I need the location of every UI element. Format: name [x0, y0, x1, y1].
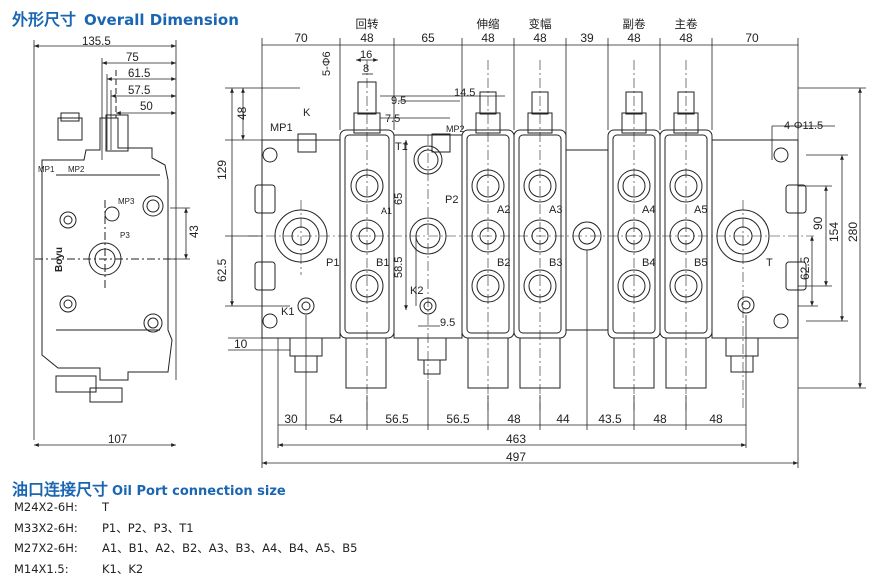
right-dim-62.5: 62.5	[798, 256, 812, 280]
bottom-dim-56.5b: 56.5	[446, 412, 470, 426]
small-dim-9.5a: 9.5	[391, 95, 406, 107]
section-name-luffing: 变幅	[529, 17, 552, 31]
port-a4: A4	[642, 204, 655, 216]
port-mp1: MP1	[270, 122, 293, 134]
left-dim-129: 129	[215, 160, 229, 180]
small-dim-9.5b: 9.5	[440, 317, 455, 329]
port-b5: B5	[694, 257, 707, 269]
side-dim-50: 50	[140, 101, 153, 113]
right-dim-154: 154	[827, 222, 841, 242]
port-a3: A3	[549, 204, 562, 216]
port-b1: B1	[376, 257, 389, 269]
port-a1: A1	[381, 206, 392, 216]
top-dim-48e: 48	[679, 31, 693, 45]
section-name-main-winch: 主卷	[675, 17, 698, 31]
ports-title-zh: 油口连接尺寸	[12, 480, 109, 499]
top-dim-39: 39	[580, 31, 594, 45]
overall-dimension-title: 外形尺寸 Overall Dimension	[12, 6, 239, 30]
port-k1: K1	[281, 306, 294, 318]
port-spec-thread: M33X2-6H:	[14, 521, 78, 535]
left-dim-48: 48	[235, 106, 249, 120]
side-label-p3: P3	[120, 231, 130, 240]
brand-logo: Boyu	[54, 247, 65, 272]
bottom-dim-44: 44	[556, 412, 570, 426]
port-mp2: MP2	[446, 124, 465, 134]
section-name-rotate: 回转	[356, 17, 379, 31]
port-a2: A2	[497, 204, 510, 216]
top-dim-48c: 48	[533, 31, 547, 45]
port-k: K	[303, 107, 311, 119]
top-dim-70b: 70	[745, 31, 759, 45]
port-spec-row: M27X2-6H: A1、B1、A2、B2、A3、B3、A4、B4、A5、B5	[14, 540, 357, 556]
top-dim-48a: 48	[360, 31, 374, 45]
bottom-dim-43.5: 43.5	[598, 412, 622, 426]
port-k2: K2	[410, 285, 423, 297]
port-b2: B2	[497, 257, 510, 269]
port-spec-ports: P1、P2、P3、T1	[102, 521, 194, 535]
side-dim-61.5: 61.5	[128, 68, 150, 80]
left-dim-62.5: 62.5	[215, 258, 229, 282]
left-dim-10: 10	[234, 337, 248, 351]
top-dim-48d: 48	[627, 31, 641, 45]
port-a5: A5	[694, 204, 707, 216]
front-view-body	[254, 81, 807, 389]
bottom-dim-48c: 48	[709, 412, 723, 426]
bottom-dim-56.5a: 56.5	[385, 412, 409, 426]
side-label-mp3: MP3	[118, 197, 135, 206]
top-dim-70a: 70	[294, 31, 308, 45]
bottom-dim-30: 30	[284, 412, 298, 426]
side-dim-43: 43	[189, 225, 201, 238]
ports-title-en: Oil Port connection size	[112, 484, 286, 499]
small-dim-5-phi6: 5-Φ6	[321, 51, 333, 76]
port-spec-thread: M14X1.5:	[14, 562, 69, 576]
top-dim-48b: 48	[481, 31, 495, 45]
side-dim-75: 75	[126, 52, 139, 64]
small-dim-58.5: 58.5	[393, 257, 405, 278]
port-b3: B3	[549, 257, 562, 269]
port-t1: T1	[395, 141, 408, 153]
port-spec-row: M14X1.5: K1、K2	[14, 561, 143, 577]
port-spec-row: M24X2-6H: T	[14, 500, 109, 514]
right-dim-90: 90	[811, 216, 825, 230]
mount-hole-spec: 4-Φ11.5	[784, 120, 823, 132]
port-spec-thread: M27X2-6H:	[14, 541, 78, 555]
small-dim-16: 16	[360, 49, 372, 61]
port-spec-ports: A1、B1、A2、B2、A3、B3、A4、B4、A5、B5	[102, 541, 358, 555]
right-dim-280: 280	[846, 222, 860, 242]
side-dim-57.5: 57.5	[128, 85, 150, 97]
total-dim-463: 463	[506, 432, 526, 446]
section-name-telescope: 伸缩	[477, 17, 500, 31]
small-dim-65: 65	[393, 193, 405, 205]
bottom-dim-54a: 54	[329, 412, 343, 426]
side-label-mp1: MP1	[38, 165, 55, 174]
section-name-aux-winch: 副卷	[623, 17, 646, 31]
port-p2: P2	[445, 194, 458, 206]
port-b4: B4	[642, 257, 655, 269]
port-p1: P1	[326, 257, 339, 269]
side-label-mp2: MP2	[68, 165, 85, 174]
title-zh: 外形尺寸	[12, 10, 77, 29]
title-en: Overall Dimension	[84, 11, 239, 29]
side-dim-107: 107	[108, 434, 127, 446]
side-view	[35, 70, 178, 403]
port-spec-row: M33X2-6H: P1、P2、P3、T1	[14, 520, 194, 536]
bottom-dim-48b: 48	[653, 412, 667, 426]
small-dim-7.5: 7.5	[385, 113, 400, 125]
port-spec-ports: K1、K2	[102, 562, 144, 576]
port-t: T	[766, 257, 773, 269]
port-spec-thread: M24X2-6H:	[14, 500, 78, 514]
bottom-dim-48a: 48	[507, 412, 521, 426]
side-dim-135.5: 135.5	[82, 36, 111, 48]
port-spec-ports: T	[102, 500, 110, 514]
total-dim-497: 497	[506, 450, 526, 464]
small-dim-8: 8	[363, 63, 369, 75]
top-dim-65: 65	[421, 31, 435, 45]
small-dim-14.5: 14.5	[454, 87, 475, 99]
